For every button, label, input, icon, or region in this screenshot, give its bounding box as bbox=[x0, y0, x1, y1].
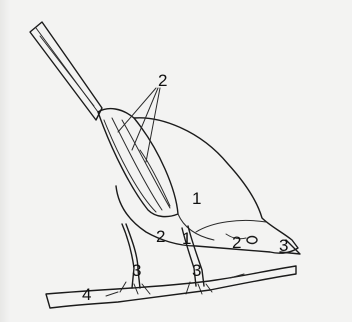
tail bbox=[30, 22, 102, 120]
throat-line bbox=[196, 220, 266, 232]
label-leg-top: 1 bbox=[182, 229, 191, 248]
label-foot-right: 3 bbox=[192, 261, 201, 280]
label-neck: 2 bbox=[232, 233, 241, 252]
eye bbox=[247, 237, 257, 244]
wing bbox=[98, 109, 178, 217]
label-chest-left: 2 bbox=[156, 227, 165, 246]
label-wing: 2 bbox=[158, 71, 167, 90]
pointer-wing-1 bbox=[118, 88, 156, 132]
body-outline bbox=[116, 118, 298, 253]
label-foot-left: 3 bbox=[132, 261, 141, 280]
label-body: 1 bbox=[192, 189, 201, 208]
label-branch: 4 bbox=[82, 285, 91, 304]
tail-feather-line-2 bbox=[40, 36, 94, 106]
body bbox=[116, 118, 298, 253]
label-beak: 3 bbox=[279, 236, 288, 255]
